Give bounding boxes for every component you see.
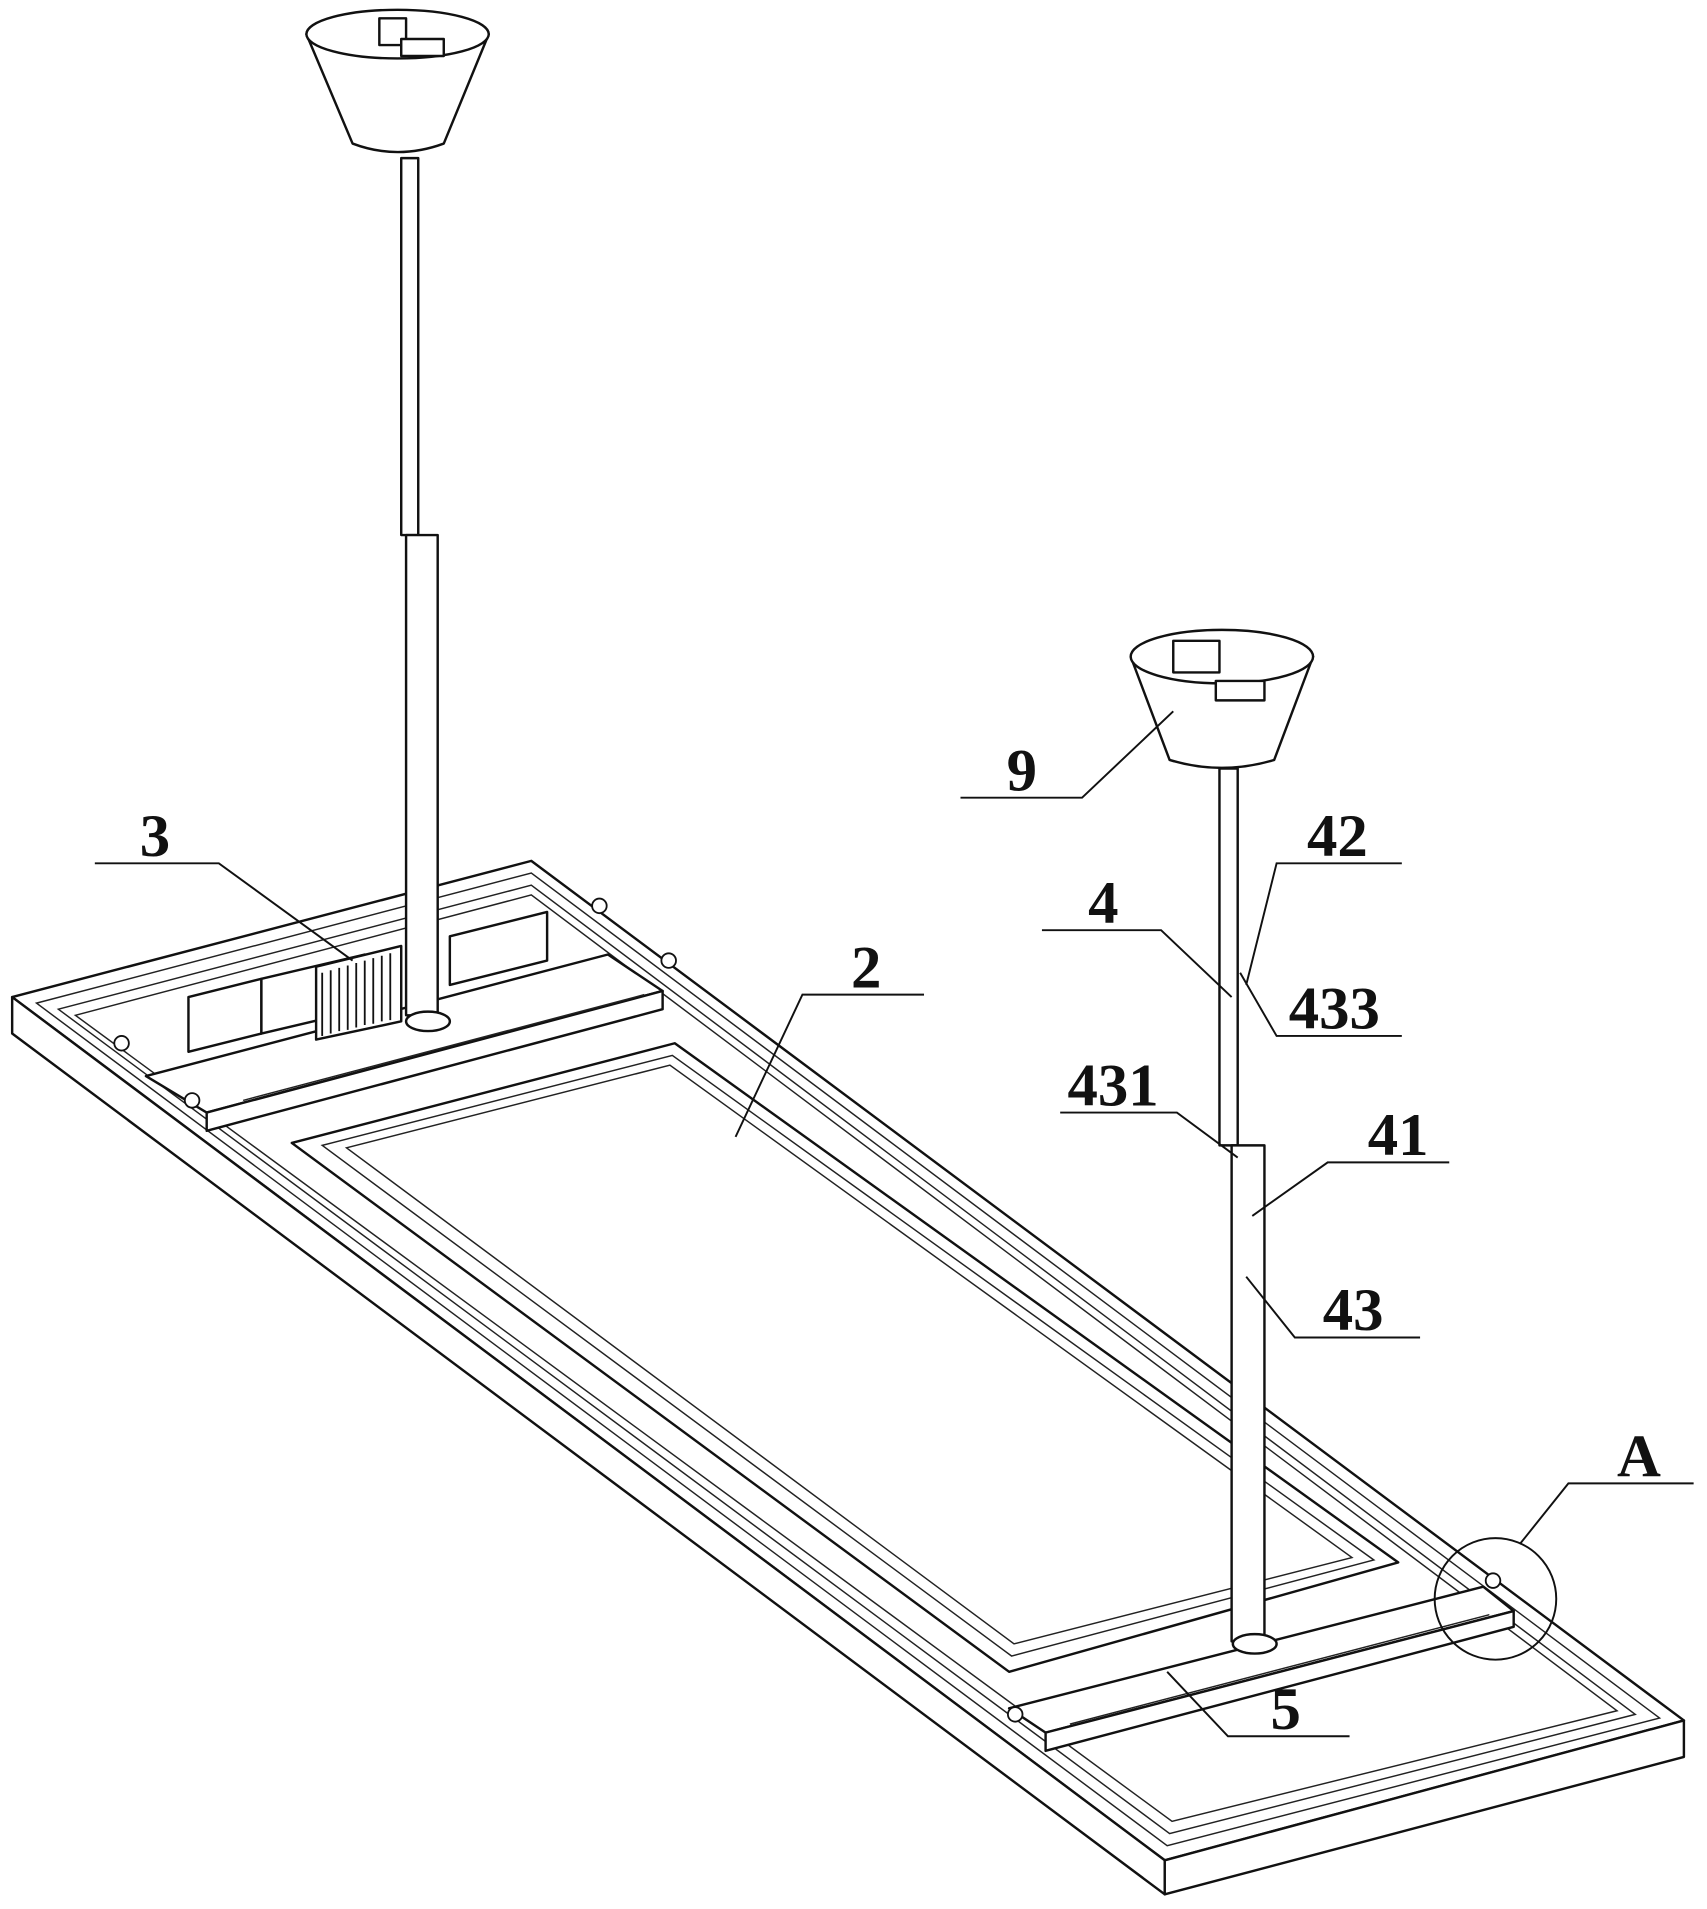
label-a: A xyxy=(1617,1423,1661,1490)
left-suspension xyxy=(306,10,488,1031)
label-43: 43 xyxy=(1323,1277,1384,1344)
label-4: 4 xyxy=(1088,870,1118,937)
label-2: 2 xyxy=(851,934,881,1001)
label-3: 3 xyxy=(140,803,170,870)
label-9: 9 xyxy=(1007,737,1037,804)
label-5: 5 xyxy=(1271,1676,1301,1743)
label-41: 41 xyxy=(1368,1102,1429,1169)
label-433: 433 xyxy=(1289,976,1380,1043)
label-42: 42 xyxy=(1307,803,1368,870)
label-431: 431 xyxy=(1067,1052,1158,1119)
